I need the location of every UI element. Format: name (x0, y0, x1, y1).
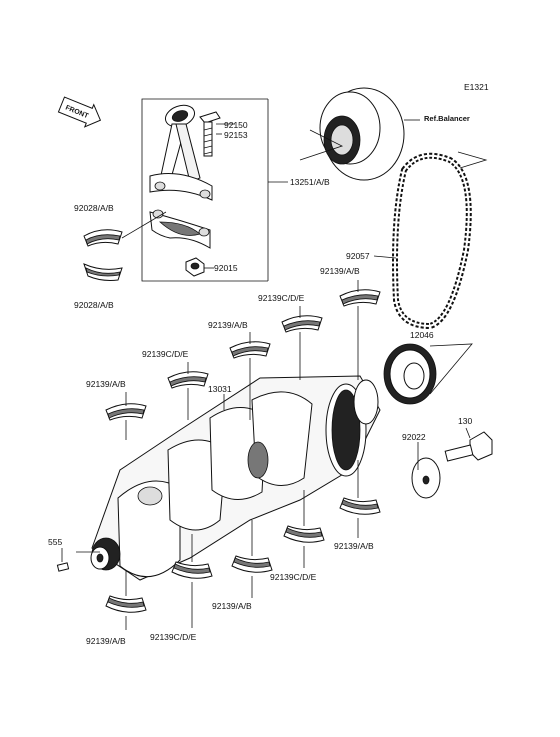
main-bearing-shell-4 (281, 315, 323, 333)
main-bearing-shell-8 (231, 555, 273, 573)
front-direction-badge: FRONT (57, 96, 102, 128)
pin (56, 562, 70, 572)
crankshaft (90, 375, 381, 581)
conrod-bearing-lower (83, 263, 123, 281)
label-130: 130 (458, 416, 472, 426)
label-92015: 92015 (214, 263, 238, 273)
conrod-bearing-upper (83, 229, 123, 247)
label-92139cde-lower-left: 92139C/D/E (150, 632, 197, 642)
diagram-id: E1321 (464, 82, 489, 92)
balancer-gear-reference (319, 87, 405, 181)
label-92139-top: 92139/A/B (320, 266, 360, 276)
label-12046: 12046 (410, 330, 434, 340)
crank-sprocket (383, 343, 437, 405)
main-bearing-shell-6 (105, 595, 147, 613)
label-92139-upper-mid: 92139/A/B (208, 320, 248, 330)
ref-balancer-label: Ref.Balancer (424, 114, 470, 123)
conrod-nut (185, 257, 205, 277)
conrod-bolt (199, 111, 221, 157)
label-92139-lower-right: 92139/A/B (334, 541, 374, 551)
connecting-rod-cap (149, 209, 211, 249)
label-92057: 92057 (346, 251, 370, 261)
label-92028-lower: 92028/A/B (74, 300, 114, 310)
main-bearing-shell-1 (105, 403, 147, 421)
washer (411, 457, 441, 499)
main-bearing-shell-3 (229, 341, 271, 359)
label-13251: 13251/A/B (290, 177, 330, 187)
main-bearing-shell-7 (171, 561, 213, 579)
label-92022: 92022 (402, 432, 426, 442)
main-bearing-shell-9 (283, 525, 325, 543)
label-92139cde-lower-right: 92139C/D/E (270, 572, 317, 582)
conrod-assembly-bracket (141, 98, 268, 282)
connecting-rod (149, 104, 213, 201)
main-bearing-shell-10 (339, 497, 381, 515)
main-bearing-shell-2 (167, 371, 209, 389)
cam-chain (392, 152, 472, 330)
label-92139-lower-left: 92139/A/B (86, 636, 126, 646)
label-92028-upper: 92028/A/B (74, 203, 114, 213)
label-92139-lower-mid: 92139/A/B (212, 601, 252, 611)
label-92139cde-top: 92139C/D/E (258, 293, 305, 303)
label-555: 555 (48, 537, 62, 547)
label-92150: 92150 (224, 120, 248, 130)
label-13031: 13031 (208, 384, 232, 394)
main-bearing-shell-5 (339, 289, 381, 307)
label-92153: 92153 (224, 130, 248, 140)
label-92139-upper-left: 92139/A/B (86, 379, 126, 389)
label-92139cde-upper-mid: 92139C/D/E (142, 349, 189, 359)
crank-bolt (444, 431, 493, 462)
